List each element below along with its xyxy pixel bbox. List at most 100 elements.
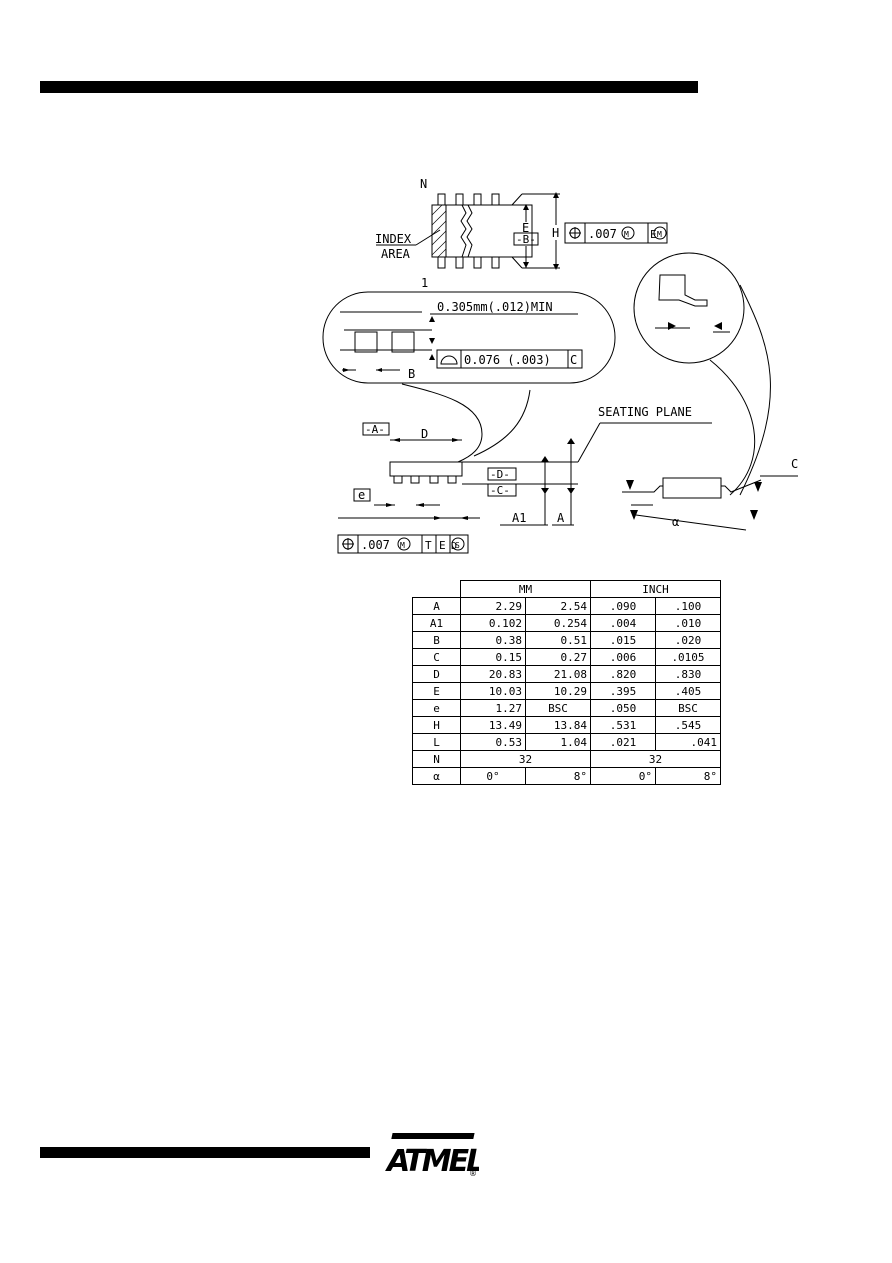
- inch-min: 0°: [590, 767, 656, 785]
- inch-max: 8°: [655, 767, 721, 785]
- inch-min: .090: [590, 597, 656, 615]
- header-rule: [40, 81, 698, 93]
- inch-min: .021: [590, 733, 656, 751]
- dimension-table: MM INCH A 2.29 2.54 .090 .100 A1 0.102 0…: [412, 580, 721, 785]
- inch-max: .010: [655, 614, 721, 632]
- table-row: D 20.83 21.08 .820 .830: [412, 665, 721, 683]
- row-symbol: A1: [412, 614, 461, 632]
- inch-max: .545: [655, 716, 721, 734]
- tol-top-mmc-1: M: [624, 230, 629, 239]
- table-row: B 0.38 0.51 .015 .020: [412, 631, 721, 649]
- mm-max: 0.27: [525, 648, 591, 666]
- table-corner: [412, 580, 461, 598]
- tol-bottom-t: T: [425, 539, 432, 552]
- table-row: e 1.27 BSC .050 BSC: [412, 699, 721, 717]
- pin-n-label: N: [420, 177, 427, 191]
- tol-top-mmc-2: M: [657, 230, 662, 239]
- mm-max: 1.04: [525, 733, 591, 751]
- area-label: AREA: [381, 247, 411, 261]
- table-row: E 10.03 10.29 .395 .405: [412, 682, 721, 700]
- tol-bottom-d: D: [451, 541, 457, 552]
- inch-min: .015: [590, 631, 656, 649]
- inch-header: INCH: [590, 580, 721, 598]
- inch-max: .041: [655, 733, 721, 751]
- row-symbol: e: [412, 699, 461, 717]
- tol-top-e: E: [650, 228, 657, 241]
- a-dim-label: A: [557, 511, 565, 525]
- mm-min: 10.03: [460, 682, 526, 700]
- c-dim-label: C: [791, 457, 798, 471]
- tol-bottom-value: .007: [361, 538, 390, 552]
- mm-max: 0.254: [525, 614, 591, 632]
- inch-min: .050: [590, 699, 656, 717]
- mm-max: BSC: [525, 699, 591, 717]
- mm-max: 21.08: [525, 665, 591, 683]
- atmel-logo: ATMEL ®: [385, 1133, 479, 1177]
- table-header-row: MM INCH: [412, 580, 721, 598]
- inch-value: 32: [590, 750, 721, 768]
- table-row: A1 0.102 0.254 .004 .010: [412, 614, 721, 632]
- index-label: INDEX: [375, 232, 412, 246]
- tol-bottom-mmc: M: [400, 541, 405, 550]
- row-symbol: E: [412, 682, 461, 700]
- mm-max: 13.84: [525, 716, 591, 734]
- mm-min: 0.102: [460, 614, 526, 632]
- d-datum-label: -D-: [490, 468, 510, 481]
- tol-top-value: .007: [588, 227, 617, 241]
- inch-max: BSC: [655, 699, 721, 717]
- mm-max: 0.51: [525, 631, 591, 649]
- mm-value: 32: [460, 750, 591, 768]
- mm-min: 0.15: [460, 648, 526, 666]
- inch-max: .405: [655, 682, 721, 700]
- row-symbol: H: [412, 716, 461, 734]
- mm-max: 8°: [525, 767, 591, 785]
- table-row: N 32 32: [412, 750, 721, 768]
- registered-mark: ®: [469, 1169, 477, 1177]
- inch-min: .006: [590, 648, 656, 666]
- mm-min: 0.53: [460, 733, 526, 751]
- inch-min: .820: [590, 665, 656, 683]
- inch-max: .100: [655, 597, 721, 615]
- a-datum-label: -A-: [365, 423, 385, 436]
- mm-max: 2.54: [525, 597, 591, 615]
- h-dim-label: H: [552, 226, 559, 240]
- row-symbol: B: [412, 631, 461, 649]
- table-row: H 13.49 13.84 .531 .545: [412, 716, 721, 734]
- flatness-tolerance: 0.076 (.003): [464, 353, 551, 367]
- tol-bottom-rfs: S: [455, 541, 460, 550]
- mm-max: 10.29: [525, 682, 591, 700]
- inch-min: .531: [590, 716, 656, 734]
- tol-bottom-e: E: [439, 539, 446, 552]
- b-dim-label: B: [408, 367, 415, 381]
- pin-1-label: 1: [421, 276, 428, 290]
- mm-min: 0.38: [460, 631, 526, 649]
- logo-text: ATMEL: [385, 1144, 479, 1177]
- flatness-datum: C: [570, 353, 577, 367]
- inch-max: .0105: [655, 648, 721, 666]
- table-row: L 0.53 1.04 .021 .041: [412, 733, 721, 751]
- inch-min: .395: [590, 682, 656, 700]
- footer-rule: [40, 1147, 370, 1158]
- inch-max: .020: [655, 631, 721, 649]
- seating-plane-label: SEATING PLANE: [598, 405, 692, 419]
- row-symbol: N: [412, 750, 461, 768]
- inch-min: .004: [590, 614, 656, 632]
- e-dim-label: E: [522, 221, 529, 235]
- e-pitch-label: e: [358, 488, 365, 502]
- mm-min: 2.29: [460, 597, 526, 615]
- b-datum-label: -B-: [516, 233, 536, 246]
- a1-dim-label: A1: [512, 511, 526, 525]
- row-symbol: A: [412, 597, 461, 615]
- c-datum-label: -C-: [490, 484, 510, 497]
- mm-min: 13.49: [460, 716, 526, 734]
- row-symbol: α: [412, 767, 461, 785]
- mm-min: 20.83: [460, 665, 526, 683]
- table-row: A 2.29 2.54 .090 .100: [412, 597, 721, 615]
- mm-min: 0°: [460, 767, 526, 785]
- package-outline-drawing: N 1 INDEX AREA E -B- H .007 M E M 0.305m…: [322, 177, 798, 554]
- mm-header: MM: [460, 580, 591, 598]
- table-row: C 0.15 0.27 .006 .0105: [412, 648, 721, 666]
- alpha-label: α: [672, 515, 679, 529]
- inch-max: .830: [655, 665, 721, 683]
- row-symbol: D: [412, 665, 461, 683]
